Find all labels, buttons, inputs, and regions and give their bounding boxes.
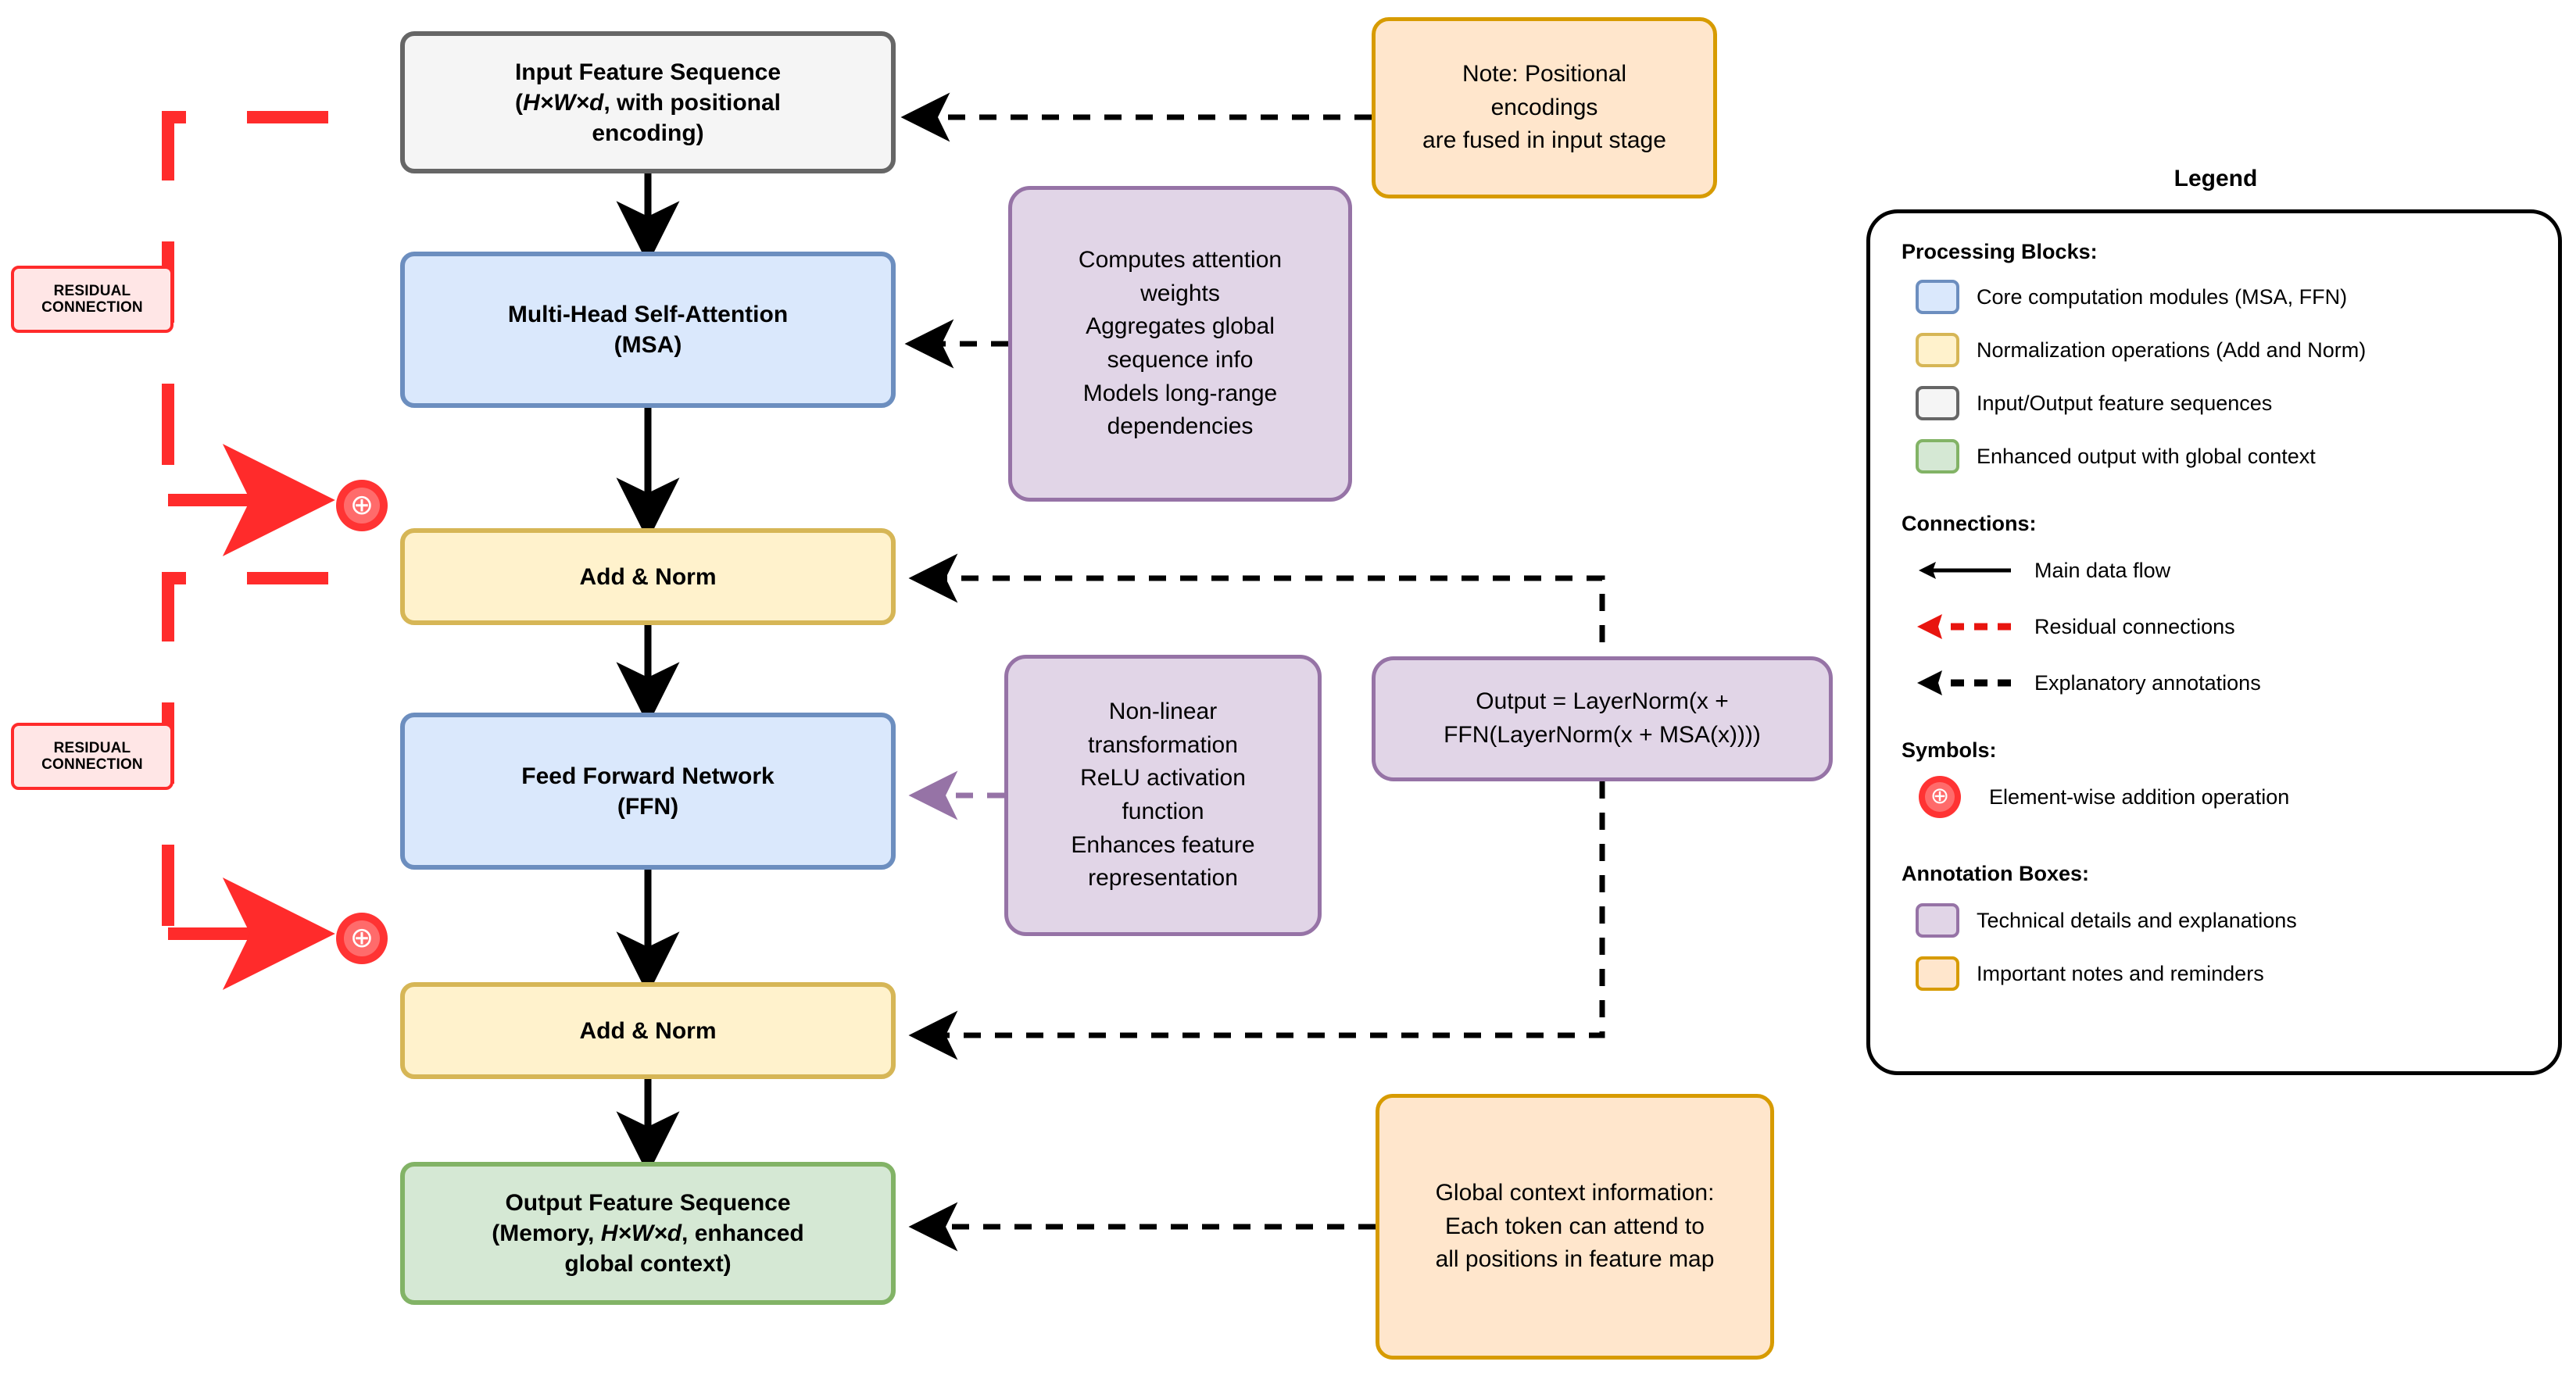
add-norm-1-label: Add & Norm	[579, 563, 717, 590]
legend-item-normalization: Normalization operations (Add and Norm)	[1916, 332, 2366, 368]
legend-item-core-modules: Core computation modules (MSA, FFN)	[1916, 279, 2347, 315]
legend-label-residual-connections: Residual connections	[2034, 614, 2235, 638]
msa-detail-line4: sequence info	[1107, 347, 1254, 373]
input-block-line2: (H×W×d, with positional	[514, 89, 781, 116]
residual-2-line1: RESIDUAL	[53, 739, 131, 756]
residual-path-1	[162, 111, 328, 500]
legend-label-elementwise-add: Element-wise addition operation	[1989, 784, 2290, 809]
ffn-line2: (FFN)	[617, 793, 679, 820]
residual-connection-label-1: RESIDUAL CONNECTION	[11, 266, 174, 333]
legend-heading-annotation-boxes: Annotation Boxes:	[1902, 862, 2089, 885]
legend-label-main-data-flow: Main data flow	[2034, 558, 2171, 582]
ffn-line1: Feed Forward Network	[521, 763, 775, 789]
dashed-arrow-black-icon	[1917, 670, 2011, 695]
msa-block[interactable]: Multi-Head Self-Attention (MSA)	[400, 252, 896, 408]
element-wise-add-icon-2: ⊕	[336, 913, 388, 964]
legend-item-main-data-flow: Main data flow	[1916, 552, 2170, 588]
residual-connection-label-2: RESIDUAL CONNECTION	[11, 723, 174, 790]
formula-line1: Output = LayerNorm(x +	[1476, 688, 1729, 715]
ffn-detail-line2: transformation	[1088, 731, 1238, 758]
legend-swatch-yellow-icon	[1916, 333, 1959, 367]
residual-path-2	[162, 572, 328, 934]
note-line3: are fused in input stage	[1422, 127, 1666, 154]
element-wise-add-icon-1: ⊕	[336, 480, 388, 531]
msa-detail-line6: dependencies	[1107, 413, 1254, 440]
plus-circle-icon: ⊕	[1919, 776, 1961, 818]
legend-label-technical-details: Technical details and explanations	[1977, 908, 2297, 932]
legend-item-elementwise-add: ⊕ Element-wise addition operation	[1919, 776, 2290, 818]
solid-arrow-black-icon	[1919, 562, 2011, 579]
add-norm-block-1[interactable]: Add & Norm	[400, 528, 896, 625]
ffn-block[interactable]: Feed Forward Network (FFN)	[400, 713, 896, 870]
output-formula-box[interactable]: Output = LayerNorm(x + FFN(LayerNorm(x +…	[1372, 656, 1833, 781]
legend-label-enhanced-output: Enhanced output with global context	[1977, 444, 2316, 468]
ffn-detail-annotation-box[interactable]: Non-linear transformation ReLU activatio…	[1004, 655, 1322, 936]
legend-item-residual-connections: Residual connections	[1916, 609, 2235, 645]
output-feature-sequence-block[interactable]: Output Feature Sequence (Memory, H×W×d, …	[400, 1162, 896, 1305]
legend-heading-symbols: Symbols:	[1902, 738, 1997, 762]
legend-label-core-modules: Core computation modules (MSA, FFN)	[1977, 284, 2348, 309]
msa-line1: Multi-Head Self-Attention	[507, 302, 789, 327]
legend-label-explanatory-annotations: Explanatory annotations	[2034, 670, 2261, 695]
legend-swatch-green-icon	[1916, 439, 1959, 474]
note-line1: Note: Positional	[1462, 61, 1627, 88]
output-block-line2: (Memory, H×W×d, enhanced	[492, 1220, 804, 1246]
residual-2-line2: CONNECTION	[41, 756, 143, 773]
legend-plus-glyph: ⊕	[1930, 783, 1950, 809]
msa-detail-line1: Computes attention	[1078, 247, 1283, 273]
global-ctx-line3: all positions in feature map	[1435, 1246, 1715, 1273]
input-block-line3: encoding)	[592, 120, 704, 146]
legend-swatch-orange-icon	[1916, 956, 1959, 991]
plus-glyph-1: ⊕	[349, 488, 374, 520]
legend-label-normalization: Normalization operations (Add and Norm)	[1977, 338, 2367, 362]
ffn-detail-line1: Non-linear	[1108, 699, 1218, 725]
legend-heading-connections: Connections:	[1902, 512, 2037, 535]
msa-detail-line2: weights	[1140, 280, 1220, 306]
formula-line2: FFN(LayerNorm(x + MSA(x))))	[1444, 722, 1761, 748]
msa-detail-line3: Aggregates global	[1086, 313, 1275, 340]
output-block-line3: global context)	[564, 1251, 732, 1277]
legend-swatch-purple-icon	[1916, 903, 1959, 938]
ffn-detail-line4: function	[1122, 799, 1204, 824]
legend-heading-processing-blocks: Processing Blocks:	[1902, 240, 2098, 263]
residual-1-line1: RESIDUAL	[53, 282, 131, 299]
legend-item-enhanced-output: Enhanced output with global context	[1916, 438, 2316, 474]
legend-item-important-notes: Important notes and reminders	[1916, 956, 2264, 992]
add-norm-block-2[interactable]: Add & Norm	[400, 982, 896, 1079]
msa-detail-annotation-box[interactable]: Computes attention weights Aggregates gl…	[1008, 186, 1352, 502]
legend-label-io-sequences: Input/Output feature sequences	[1977, 391, 2273, 415]
plus-glyph-2: ⊕	[349, 921, 374, 953]
dashed-arrow-red-icon	[1917, 614, 2011, 639]
legend-swatch-gray-icon	[1916, 386, 1959, 420]
legend-label-important-notes: Important notes and reminders	[1977, 961, 2264, 985]
ffn-detail-line6: representation	[1088, 865, 1238, 892]
global-ctx-line2: Each token can attend to	[1445, 1213, 1705, 1239]
global-context-note-box[interactable]: Global context information: Each token c…	[1376, 1094, 1774, 1360]
legend-item-io-sequences: Input/Output feature sequences	[1916, 385, 2272, 421]
ffn-detail-line3: ReLU activation	[1080, 765, 1246, 792]
legend-swatch-blue-icon	[1916, 280, 1959, 314]
legend-title: Legend	[2174, 166, 2258, 191]
add-norm-2-label: Add & Norm	[579, 1017, 717, 1044]
note-positional-encoding-box[interactable]: Note: Positional encodings are fused in …	[1372, 17, 1717, 198]
global-ctx-line1: Global context information:	[1435, 1180, 1715, 1206]
legend-panel: Processing Blocks: Core computation modu…	[1866, 209, 2562, 1075]
msa-detail-line5: Models long-range	[1082, 380, 1278, 406]
input-feature-sequence-block[interactable]: Input Feature Sequence (H×W×d, with posi…	[400, 31, 896, 173]
input-block-line1: Input Feature Sequence	[514, 59, 782, 85]
legend-item-technical-details: Technical details and explanations	[1916, 902, 2297, 938]
ffn-detail-line5: Enhances feature	[1071, 831, 1255, 858]
output-block-line1: Output Feature Sequence	[505, 1190, 791, 1216]
note-line2: encodings	[1490, 94, 1598, 120]
msa-line2: (MSA)	[614, 332, 682, 358]
residual-1-line2: CONNECTION	[41, 299, 143, 316]
legend-item-explanatory-annotations: Explanatory annotations	[1916, 665, 2261, 701]
